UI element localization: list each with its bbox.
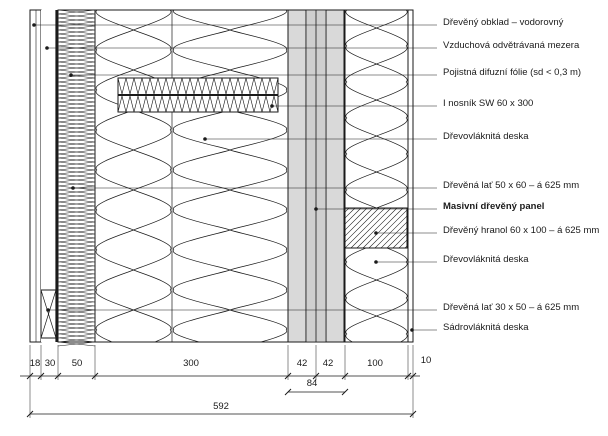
- i-beam-zigzag: [118, 78, 278, 112]
- dim-84: 84: [307, 378, 318, 389]
- dim-300: 300: [183, 358, 199, 369]
- i-beam-pattern: [118, 78, 278, 112]
- dim-tick-0: [26, 372, 34, 380]
- dim-total-tick-1: [409, 410, 417, 418]
- dim-tick-3: [91, 372, 99, 380]
- leader-dot-3: [270, 104, 274, 108]
- dim-tick-8: [409, 372, 417, 380]
- dim-total-tick-0: [26, 410, 34, 418]
- dim-18: 18: [30, 358, 41, 369]
- dim-30: 30: [45, 358, 56, 369]
- dim-tick-7: [404, 372, 412, 380]
- dim-panel-tick-1: [341, 388, 349, 396]
- dim-panel-tick-0: [284, 388, 292, 396]
- dim-tick-1: [37, 372, 45, 380]
- label-leader-lines: [32, 23, 437, 332]
- dim-tick-4: [284, 372, 292, 380]
- leader-dot-5: [71, 186, 75, 190]
- leader-dot-1: [45, 46, 49, 50]
- dimension-lines: [20, 345, 420, 418]
- dim-592: 592: [213, 401, 229, 412]
- wall-layers: [29, 9, 414, 347]
- leader-dot-2: [69, 73, 73, 77]
- timber-beam-hatch: [345, 208, 407, 248]
- leader-dot-6: [314, 207, 318, 211]
- leader-dot-8: [374, 260, 378, 264]
- label-fiberboard-outer: Dřevovláknitá deska: [443, 131, 529, 142]
- leader-dot-9: [46, 308, 50, 312]
- dim-42-b: 42: [323, 358, 334, 369]
- dim-tick-6: [341, 372, 349, 380]
- timber-beam: [344, 207, 408, 249]
- batten-30x50-cross: [40, 289, 57, 339]
- label-i-beam: I nosník SW 60 x 300: [443, 98, 533, 109]
- label-cladding: Dřevěný obklad – vodorovný: [443, 17, 564, 28]
- label-fiberboard-inner: Dřevovláknitá deska: [443, 254, 529, 265]
- fiberboard-inner: [344, 9, 409, 343]
- leader-dot-4: [203, 137, 207, 141]
- label-batten-30x50: Dřevěná lať 30 x 50 – á 625 mm: [443, 302, 579, 313]
- label-air-gap: Vzduchová odvětrávaná mezera: [443, 40, 580, 51]
- layer-labels: Dřevěný obklad – vodorovný Vzduchová odv…: [443, 17, 599, 333]
- leader-dot-0: [32, 23, 36, 27]
- label-timber-beam: Dřevěný hranol 60 x 100 – á 625 mm: [443, 225, 599, 236]
- label-solid-panel: Masivní dřevěný panel: [443, 201, 544, 212]
- label-gypsum-board: Sádrovláknitá deska: [443, 322, 529, 333]
- dim-tick-2: [54, 372, 62, 380]
- air-gap: [41, 10, 56, 342]
- dim-42-a: 42: [297, 358, 308, 369]
- dim-tick-5: [312, 372, 320, 380]
- timber-beam-hatch-lines: [345, 208, 407, 248]
- label-batten-50x60: Dřevěná lať 50 x 60 – á 625 mm: [443, 180, 579, 191]
- dim-10: 10: [421, 355, 432, 366]
- dimension-values: 18 30 50 300 42 42 100 10 84 592: [30, 355, 432, 412]
- leader-dot-7: [374, 231, 378, 235]
- gypsum-board: [407, 9, 414, 343]
- label-membrane: Pojistná difuzní fólie (sd < 0,3 m): [443, 67, 581, 78]
- leader-dot-10: [410, 328, 414, 332]
- cladding-board: [29, 9, 42, 343]
- dim-50: 50: [72, 358, 83, 369]
- insulation-main: [94, 9, 289, 343]
- dim-100: 100: [367, 358, 383, 369]
